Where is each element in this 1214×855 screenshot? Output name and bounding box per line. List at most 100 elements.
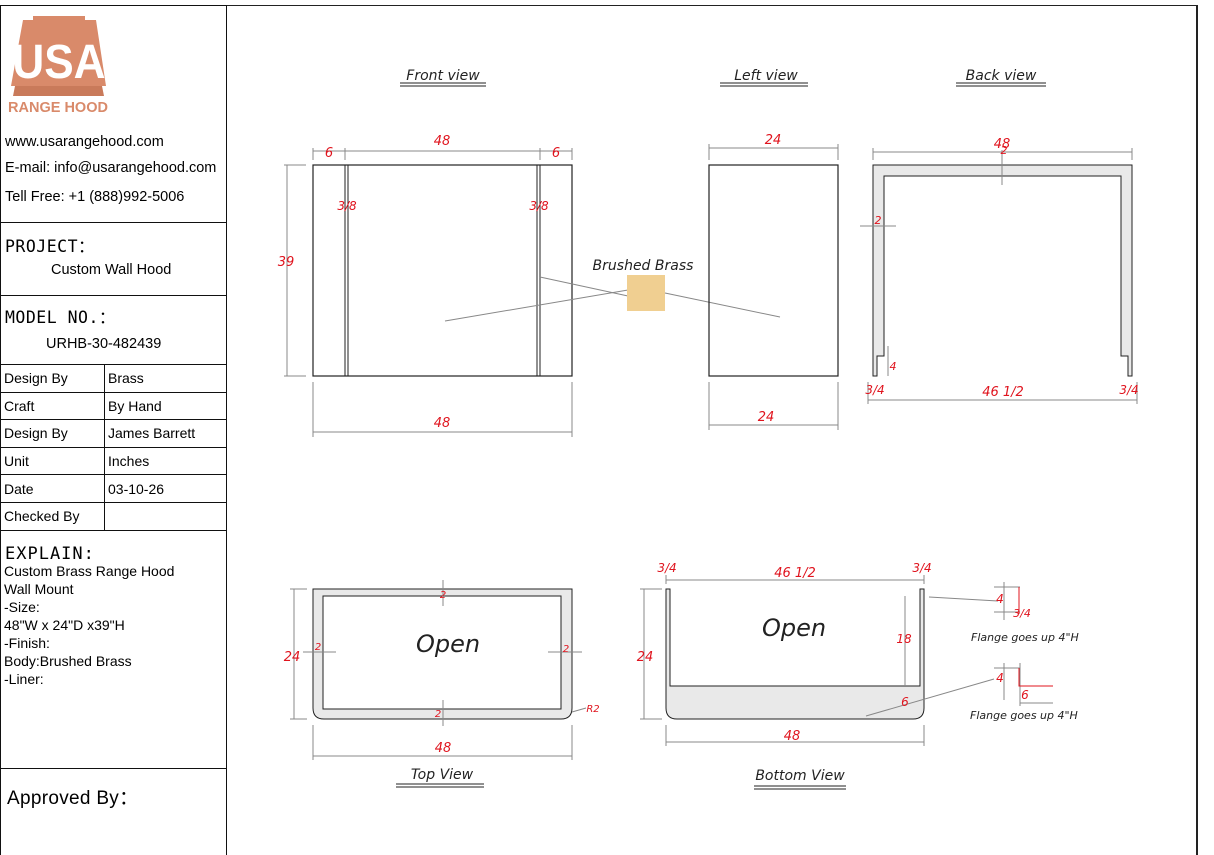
- explain-label: EXPLAIN:: [5, 544, 95, 564]
- project-value: Custom Wall Hood: [51, 262, 172, 278]
- model-value: URHB-30-482439: [46, 336, 162, 352]
- back-view: [860, 148, 1138, 404]
- company-phone: Tell Free: +1 (888)992-5006: [5, 189, 185, 205]
- project-label: PROJECT：: [5, 237, 96, 256]
- bottom-width-dim: 48: [784, 729, 801, 744]
- logo-wordmark: RANGE HOOD: [8, 100, 108, 116]
- bottom-open-label: Open: [762, 614, 826, 642]
- info-value: 03-10-26: [104, 474, 227, 503]
- info-value: Brass: [104, 364, 227, 393]
- material-label: Brushed Brass: [593, 258, 694, 274]
- back-top-dim: 2: [1001, 144, 1008, 157]
- bottom-side-dim: 3/4: [657, 561, 676, 575]
- approved-by-label: Approved By：: [7, 788, 139, 809]
- flange-height-dim: 4: [996, 671, 1004, 685]
- top-wall-dim: 2: [315, 642, 321, 653]
- info-key: Checked By: [1, 501, 105, 531]
- front-bottom-width-dim: 48: [434, 416, 451, 431]
- sheet-border-top: [227, 5, 1197, 6]
- top-depth-dim: 24: [284, 650, 301, 665]
- left-view-title: Left view: [734, 68, 798, 84]
- explain-line: -Liner:: [4, 671, 44, 687]
- back-leg-dim: 4: [890, 360, 897, 373]
- top-radius-dim: R2: [586, 704, 599, 715]
- sheet-border-right: [1196, 5, 1198, 855]
- flange-width-dim: 6: [1021, 688, 1029, 702]
- top-width-dim: 48: [435, 741, 452, 756]
- left-bottom-depth-dim: 24: [758, 410, 775, 425]
- front-width-dim: 48: [434, 134, 451, 149]
- top-wall-dim: 2: [435, 709, 441, 720]
- brass-swatch: [627, 275, 665, 311]
- front-margin-dim: 6: [325, 146, 333, 161]
- front-margin-dim: 6: [552, 146, 560, 161]
- explain-line: -Finish:: [4, 635, 50, 651]
- divider: [1, 768, 227, 769]
- flange-note: Flange goes up 4"H: [971, 631, 1079, 644]
- front-view: [284, 148, 629, 437]
- explain-line: Custom Brass Range Hood: [4, 563, 175, 579]
- back-view-title: Back view: [966, 68, 1037, 84]
- title-block: USA RANGE HOOD www.usarangehood.com E-ma…: [0, 5, 227, 855]
- top-open-label: Open: [416, 630, 480, 658]
- front-gap-dim: 3/8: [529, 199, 549, 213]
- left-depth-dim: 24: [765, 133, 782, 148]
- flange-detail-upper: [994, 582, 1020, 620]
- explain-line: Body:Brushed Brass: [4, 653, 132, 669]
- explain-line: 48"W x 24"D x39"H: [4, 617, 125, 633]
- flange-side-dim: 3/4: [1013, 607, 1031, 620]
- info-key: Design By: [1, 419, 105, 448]
- info-key: Date: [1, 474, 105, 503]
- explain-line: -Size:: [4, 599, 40, 615]
- company-website: www.usarangehood.com: [5, 134, 164, 150]
- logo-mark-text: USA: [12, 34, 105, 88]
- back-side-dim: 3/4: [1119, 383, 1138, 397]
- model-label: MODEL NO.：: [5, 308, 116, 327]
- info-key: Unit: [1, 446, 105, 475]
- info-value: James Barrett: [104, 419, 227, 448]
- logo-icon: USA RANGE HOOD: [8, 16, 108, 116]
- flange-note: Flange goes up 4"H: [970, 709, 1078, 722]
- info-value: By Hand: [104, 391, 227, 420]
- back-side-dim: 3/4: [865, 383, 884, 397]
- left-view: [708, 144, 839, 430]
- top-view: [290, 580, 587, 760]
- company-email: E-mail: info@usarangehood.com: [5, 160, 217, 176]
- divider: [1, 295, 227, 296]
- front-view-title: Front view: [406, 68, 480, 84]
- front-gap-dim: 3/8: [337, 199, 357, 213]
- bottom-height-dim: 18: [896, 632, 912, 646]
- flange-height-dim: 4: [996, 592, 1004, 606]
- bottom-side-dim: 3/4: [912, 561, 931, 575]
- bottom-depth-dim: 24: [637, 650, 654, 665]
- front-height-dim: 39: [278, 255, 295, 270]
- explain-line: Wall Mount: [4, 581, 74, 597]
- top-view-title: Top View: [411, 767, 474, 783]
- info-value: Inches: [104, 446, 227, 475]
- back-inner-dim: 46 1/2: [982, 385, 1024, 400]
- top-wall-dim: 2: [440, 590, 446, 601]
- flange-detail-lower: [994, 663, 1053, 706]
- back-thickness-dim: 2: [875, 214, 882, 227]
- bottom-lip-dim: 6: [901, 695, 909, 709]
- company-logo: USA RANGE HOOD: [1, 6, 227, 134]
- bottom-view: [640, 575, 999, 746]
- bottom-view-title: Bottom View: [755, 768, 845, 784]
- bottom-inner-dim: 46 1/2: [774, 566, 816, 581]
- info-key: Craft: [1, 391, 105, 420]
- info-key: Design By: [1, 364, 105, 393]
- info-value: [104, 501, 227, 531]
- divider: [1, 222, 227, 223]
- back-width-dim: 48: [994, 137, 1011, 152]
- table-row: Checked By: [1, 501, 227, 531]
- material-leader: [664, 292, 781, 318]
- top-wall-dim: 2: [563, 644, 569, 655]
